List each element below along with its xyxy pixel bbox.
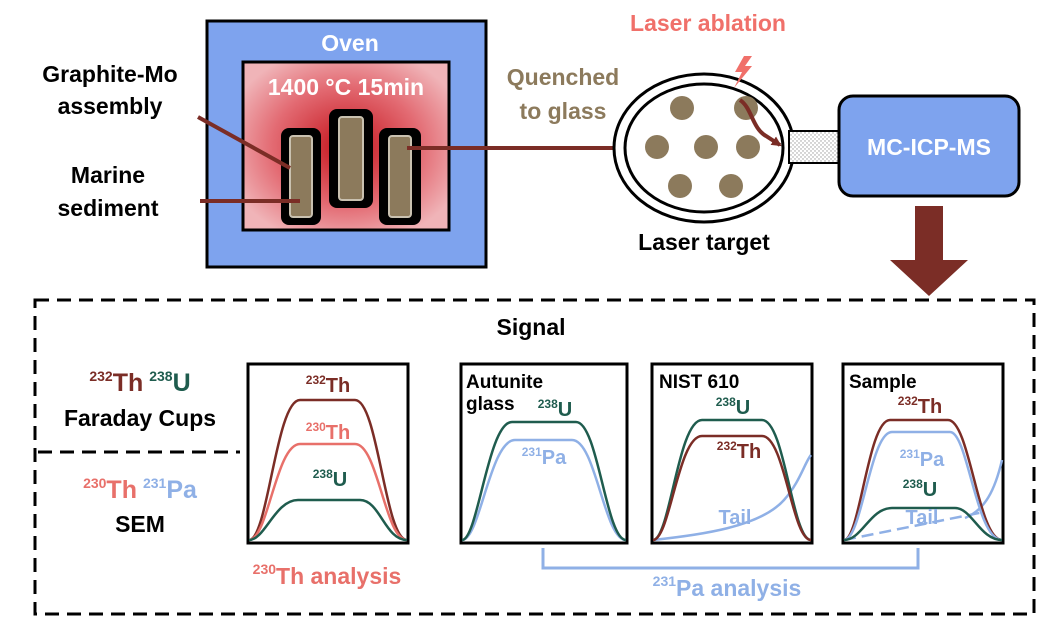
curve-pa231: [461, 438, 627, 542]
glass-bead: [694, 135, 718, 159]
curve-tail: [843, 510, 985, 542]
crucible-left: [281, 128, 321, 225]
laser-target-label: Laser target: [638, 229, 770, 255]
label-tail: Tail: [906, 507, 939, 529]
u238-mass: 238: [149, 368, 173, 384]
label-tail: Tail: [719, 507, 752, 529]
glass-bead: [668, 174, 692, 198]
signal-title: Signal: [496, 314, 565, 340]
faraday-isotopes: 232Th 238U: [89, 368, 190, 397]
glass-bead: [736, 135, 760, 159]
pa231-analysis-caption: 231Pa analysis: [653, 573, 802, 601]
curve-th232: [652, 434, 812, 542]
glass-bead: [719, 174, 743, 198]
curve-th230: [248, 442, 408, 542]
label-th232: 232Th: [717, 439, 761, 463]
oven-setting: 1400 °C 15min: [268, 74, 424, 100]
glass-bead: [670, 96, 694, 120]
laser-ablation-label: Laser ablation: [630, 10, 786, 36]
assembly-pointer: [197, 115, 291, 170]
label-pa231: 231Pa: [900, 447, 945, 471]
curve-th232: [843, 418, 1003, 542]
label-u238: 238U: [538, 397, 572, 421]
th230-mass: 230: [83, 475, 107, 491]
sediment-label-line2: sediment: [58, 195, 159, 221]
curve-u238: [248, 498, 408, 542]
faraday-cups-label: Faraday Cups: [64, 405, 216, 431]
label-u238: 238U: [716, 395, 750, 419]
curve-u238: [461, 420, 627, 542]
quenched-label-line2: to glass: [520, 98, 607, 124]
label-th232: 232Th: [898, 394, 942, 418]
ablation-path-arrow: [738, 98, 782, 147]
panel-th230-analysis: 232Th 230Th 238U: [246, 362, 410, 545]
pa231-element: Pa: [166, 476, 198, 504]
th230-element: Th: [106, 476, 137, 504]
label-u238: 238U: [313, 467, 347, 491]
panel-title: Sample: [849, 372, 917, 393]
oven-label: Oven: [321, 30, 379, 56]
curve-u238: [843, 506, 1003, 542]
down-arrow: [890, 206, 968, 296]
curve-pa231: [843, 430, 1003, 542]
laser-target: [612, 72, 796, 224]
panel-title-line1: Autunite: [466, 372, 543, 393]
mc-icp-ms-box: [837, 94, 1021, 198]
panel-sample: Sample 232Th 231Pa 238U Tail: [841, 362, 1005, 545]
signal-frame: [33, 298, 1036, 616]
pa231-mass: 231: [143, 475, 167, 491]
transfer-tube: [788, 130, 841, 164]
glass-bead: [645, 135, 669, 159]
label-u238: 238U: [903, 477, 937, 501]
assembly-label-line1: Graphite-Mo: [42, 61, 177, 87]
th232-mass: 232: [89, 368, 113, 384]
u238-element: U: [173, 369, 191, 397]
sem-isotopes: 230Th 231Pa: [83, 475, 198, 504]
th230-analysis-caption: 230Th analysis: [253, 561, 402, 589]
label-th232: 232Th: [306, 373, 350, 397]
crucible-right: [379, 128, 421, 225]
mc-icp-ms-label: MC-ICP-MS: [867, 134, 991, 160]
quenched-label-line1: Quenched: [507, 64, 619, 90]
panel-autunite-glass: Autunite glass 238U 231Pa: [459, 362, 629, 545]
panel-title-line2: glass: [466, 394, 515, 415]
crucible-middle: [329, 109, 373, 208]
laser-bolt-icon: [734, 56, 752, 88]
sediment-label-line1: Marine: [71, 162, 145, 188]
sem-label: SEM: [115, 511, 165, 537]
assembly-label-line2: assembly: [58, 93, 163, 119]
panel-title: NIST 610: [659, 372, 739, 393]
pa-analysis-bracket: [541, 548, 920, 570]
th232-element: Th: [113, 369, 144, 397]
curve-tail: [652, 454, 813, 542]
label-pa231: 231Pa: [522, 445, 567, 469]
panel-nist-610: NIST 610 238U 232Th Tail: [650, 362, 814, 545]
curve-th232: [248, 398, 408, 542]
label-th230: 230Th: [306, 420, 350, 444]
